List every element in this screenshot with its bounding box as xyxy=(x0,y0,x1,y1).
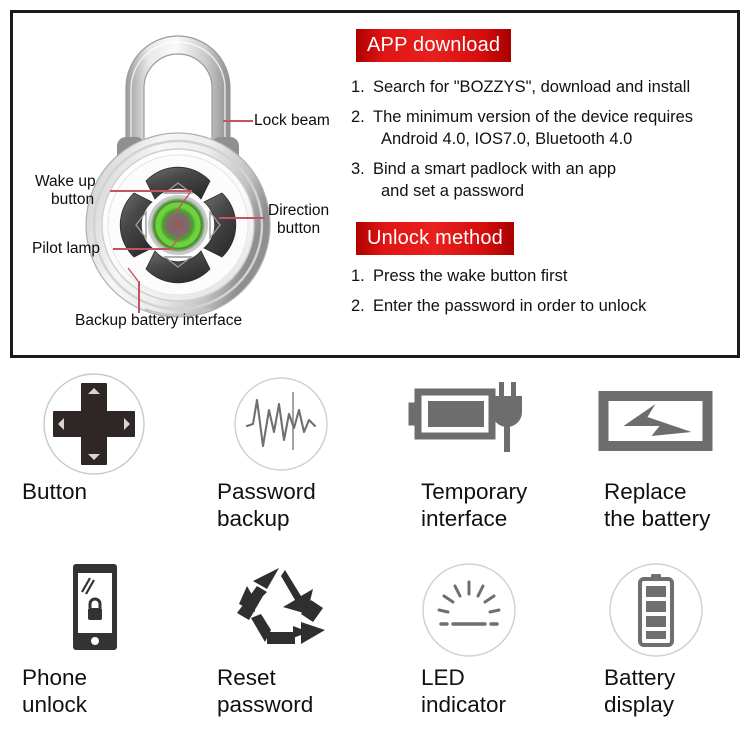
step-number: 3. xyxy=(351,160,365,178)
leader-line-backup xyxy=(138,281,140,313)
section-tag-app-download: APP download xyxy=(356,29,512,62)
feature-row-2: Phone unlock xyxy=(0,552,750,744)
step-item: 1. Search for "BOZZYS", download and ins… xyxy=(351,76,737,98)
feature-caption: Reset password xyxy=(187,664,404,718)
callout-direction-line2: button xyxy=(277,220,321,237)
feature-button: Button xyxy=(0,366,187,558)
callout-direction-line1: Direction xyxy=(268,202,330,219)
dpad-button-icon xyxy=(0,370,187,478)
feature-caption-line1: Replace xyxy=(604,479,687,504)
feature-caption-line1: Password xyxy=(217,479,316,504)
step-number: 2. xyxy=(351,108,365,126)
feature-caption: Battery display xyxy=(562,664,750,718)
info-panel: Lock beam Wake up button Pilot lamp Dire… xyxy=(10,10,740,358)
battery-level-icon xyxy=(562,556,749,664)
feature-phone-unlock: Phone unlock xyxy=(0,552,187,744)
leader-line-direction xyxy=(219,217,265,219)
step-line: Press the wake button first xyxy=(373,267,568,285)
feature-caption-line2: indicator xyxy=(421,692,507,717)
waveform-icon xyxy=(187,370,374,478)
unlock-method-section: Unlock method 1. Press the wake button f… xyxy=(345,222,737,317)
feature-caption-line2: backup xyxy=(217,506,290,531)
lock-beam-shape xyxy=(125,35,231,152)
feature-caption: Button xyxy=(0,478,209,505)
unlock-method-steps: 1. Press the wake button first 2. Enter … xyxy=(351,265,737,317)
step-line: and set a password xyxy=(381,182,525,200)
callout-wake-up-button: Wake up button xyxy=(35,173,96,209)
feature-caption-line1: Reset xyxy=(217,665,276,690)
feature-caption: Replace the battery xyxy=(562,478,750,532)
callout-wake-up-line1: Wake up xyxy=(35,173,96,190)
leader-line-lock-beam xyxy=(223,120,253,122)
section-tag-unlock-method: Unlock method xyxy=(356,222,514,255)
step-number: 1. xyxy=(351,267,365,285)
feature-caption-line1: Battery xyxy=(604,665,676,690)
battery-plug-icon xyxy=(375,370,562,478)
step-item: 1. Press the wake button first xyxy=(351,265,737,287)
step-line: Search for "BOZZYS", download and instal… xyxy=(373,78,691,96)
step-line: Bind a smart padlock with an app xyxy=(373,160,617,178)
leader-line-wake-up xyxy=(110,190,192,192)
feature-caption-line2: the battery xyxy=(604,506,711,531)
step-number: 1. xyxy=(351,78,365,96)
leader-line-pilot-lamp xyxy=(113,248,171,250)
step-item: 3. Bind a smart padlock with an app and … xyxy=(351,158,737,202)
feature-caption-line1: Button xyxy=(22,479,88,504)
callout-backup-battery-text: Backup battery interface xyxy=(75,312,243,329)
recycle-icon xyxy=(187,556,374,664)
callout-direction-button: Direction button xyxy=(268,202,329,238)
feature-caption-line2: display xyxy=(604,692,675,717)
callout-lock-beam-text: Lock beam xyxy=(254,112,330,129)
feature-caption-line2: password xyxy=(217,692,314,717)
feature-caption-line2: interface xyxy=(421,506,508,531)
callout-pilot-lamp-text: Pilot lamp xyxy=(32,240,101,257)
pilot-lamp-shape xyxy=(148,195,208,255)
feature-caption: Temporary interface xyxy=(375,478,608,532)
feature-row-1: Button Password backup xyxy=(0,366,750,558)
step-item: 2. The minimum version of the device req… xyxy=(351,106,737,150)
padlock-diagram: Lock beam Wake up button Pilot lamp Dire… xyxy=(13,13,343,357)
step-line: Android 4.0, IOS7.0, Bluetooth 4.0 xyxy=(381,130,633,148)
feature-reset-password: Reset password xyxy=(187,552,374,744)
feature-battery-display: Battery display xyxy=(562,552,749,744)
instructions-column: APP download 1. Search for "BOZZYS", dow… xyxy=(345,29,737,349)
feature-temporary-interface: Temporary interface xyxy=(375,366,562,558)
feature-caption: Phone unlock xyxy=(0,664,209,718)
feature-caption: LED indicator xyxy=(375,664,608,718)
step-line: The minimum version of the device requir… xyxy=(373,108,694,126)
app-download-section: APP download 1. Search for "BOZZYS", dow… xyxy=(345,29,737,202)
feature-caption-line1: Phone xyxy=(22,665,88,690)
app-download-steps: 1. Search for "BOZZYS", download and ins… xyxy=(351,76,737,202)
feature-caption-line1: LED xyxy=(421,665,465,690)
step-item: 2. Enter the password in order to unlock xyxy=(351,295,737,317)
callout-pilot-lamp: Pilot lamp xyxy=(32,240,100,258)
feature-icon-grid: Button Password backup xyxy=(0,366,750,750)
feature-led-indicator: LED indicator xyxy=(375,552,562,744)
callout-lock-beam: Lock beam xyxy=(254,112,330,130)
step-number: 2. xyxy=(351,297,365,315)
callout-backup-battery: Backup battery interface xyxy=(75,312,242,330)
led-indicator-icon xyxy=(375,556,562,664)
feature-caption-line1: Temporary xyxy=(421,479,528,504)
phone-lock-icon xyxy=(0,556,187,664)
callout-wake-up-line2: button xyxy=(51,191,95,208)
feature-replace-battery: Replace the battery xyxy=(562,366,749,558)
step-line: Enter the password in order to unlock xyxy=(373,297,647,315)
feature-caption-line2: unlock xyxy=(22,692,88,717)
battery-bolt-icon xyxy=(562,370,749,478)
feature-password-backup: Password backup xyxy=(187,366,374,558)
feature-caption: Password backup xyxy=(187,478,404,532)
